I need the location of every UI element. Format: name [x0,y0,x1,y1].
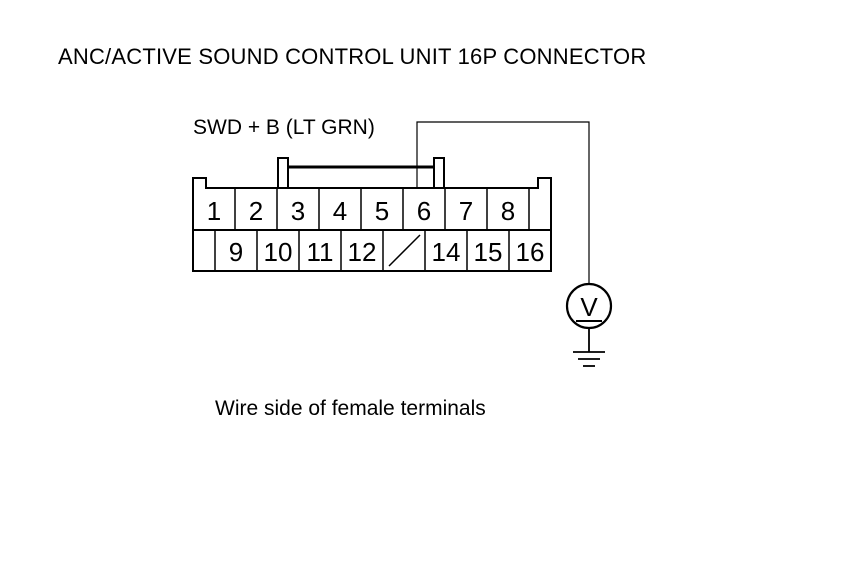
pin-5: 5 [375,196,389,226]
top-row-dividers [234,188,530,230]
pin-16: 16 [516,237,545,267]
diagram-title: ANC/ACTIVE SOUND CONTROL UNIT 16P CONNEC… [58,44,647,69]
pin-8: 8 [501,196,515,226]
bottom-row-dividers [214,230,510,271]
pin-2: 2 [249,196,263,226]
pin-1: 1 [207,196,221,226]
pin-15: 15 [474,237,503,267]
bottom-row-pins: 9 10 11 12 14 15 16 [229,237,545,267]
top-row-pins: 1 2 3 4 5 6 7 8 [207,196,515,226]
connector-outline [192,177,552,272]
probe-wire [416,121,590,283]
pin-10: 10 [264,237,293,267]
pin-3: 3 [291,196,305,226]
pin-7: 7 [459,196,473,226]
diagram-caption: Wire side of female terminals [215,397,486,420]
pin-12: 12 [348,237,377,267]
wire-label: SWD + B (LT GRN) [193,116,375,139]
voltmeter-symbol: V [580,292,598,322]
pin-11: 11 [307,237,334,267]
connector-lock-tab [277,157,445,188]
pin-4: 4 [333,196,347,226]
empty-cavity-slash [388,234,421,267]
voltmeter-icon: V [565,282,613,330]
pin-6: 6 [417,196,431,226]
pin-9: 9 [229,237,243,267]
pin-14: 14 [432,237,461,267]
ground-icon [573,328,605,367]
